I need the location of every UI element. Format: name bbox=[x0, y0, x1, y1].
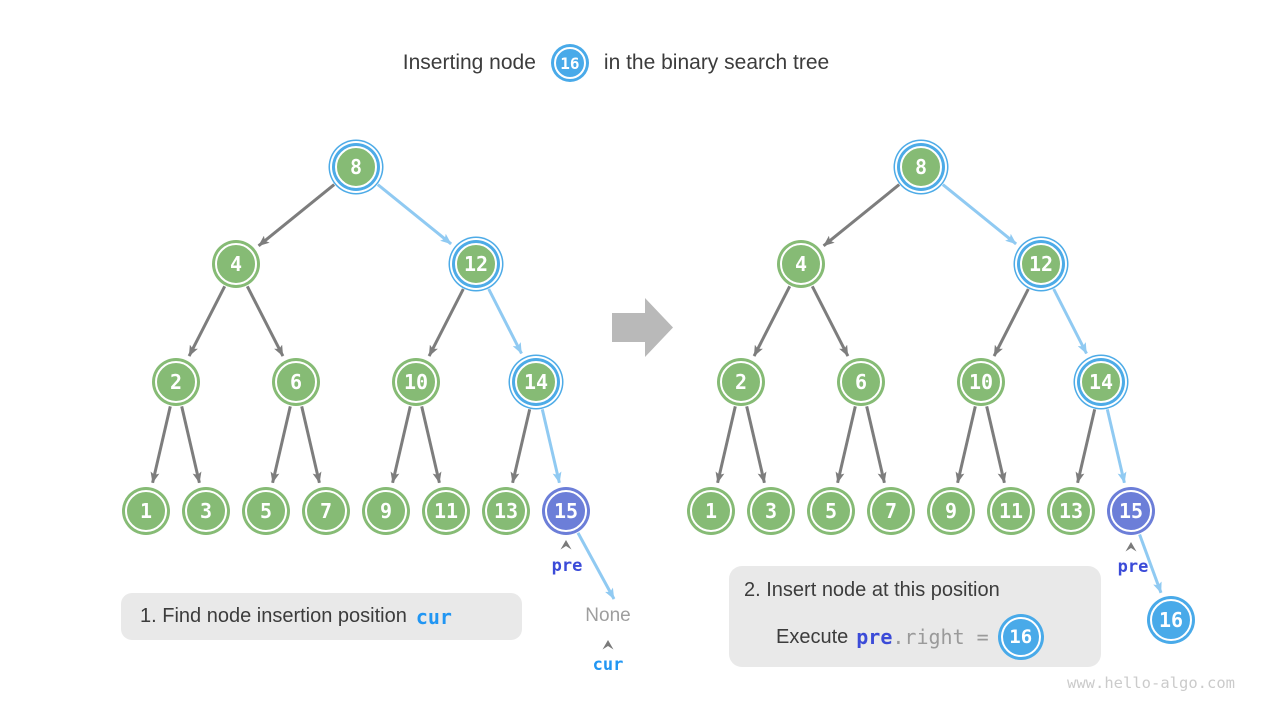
title-text-before: Inserting node bbox=[402, 51, 536, 74]
tree-edge bbox=[941, 183, 1018, 246]
tree-node-L11: 11 bbox=[425, 490, 467, 532]
tree-edge bbox=[376, 183, 453, 246]
tree-edge bbox=[1052, 288, 1088, 355]
tree-node-L7: 7 bbox=[305, 490, 347, 532]
tree-node-L8: 8 bbox=[335, 146, 377, 188]
title-text-after: in the binary search tree bbox=[603, 51, 830, 74]
tree-node-R14: 14 bbox=[1080, 361, 1122, 403]
tree-edge bbox=[1075, 408, 1097, 484]
pointer-label-none: None bbox=[585, 605, 631, 626]
tree-edge bbox=[992, 288, 1030, 357]
diagram-title: Inserting node 16 in the binary search t… bbox=[0, 47, 1280, 79]
tree-node-R10: 10 bbox=[960, 361, 1002, 403]
tree-edge bbox=[752, 285, 792, 357]
tree-node-R9: 9 bbox=[930, 490, 972, 532]
tree-node-R5: 5 bbox=[810, 490, 852, 532]
watermark: www.hello-algo.com bbox=[1067, 674, 1235, 692]
tree-node-R13: 13 bbox=[1050, 490, 1092, 532]
pointer-label-pre: pre bbox=[1117, 557, 1149, 577]
step2-right-code: .right = bbox=[892, 625, 989, 649]
tree-edge bbox=[180, 406, 202, 484]
step2-line2: Execute pre .right = 16 bbox=[776, 614, 1041, 660]
tree-edge bbox=[1105, 408, 1127, 484]
tree-edge bbox=[810, 285, 850, 357]
tree-node-L1: 1 bbox=[125, 490, 167, 532]
tree-node-R11: 11 bbox=[990, 490, 1032, 532]
transition-arrow-icon bbox=[612, 298, 673, 357]
tree-edge bbox=[150, 406, 172, 484]
step2-caption: 2. Insert node at this position Execute … bbox=[729, 566, 1101, 667]
step1-cur-code: cur bbox=[415, 604, 452, 629]
tree-edge bbox=[985, 406, 1007, 484]
tree-node-R7: 7 bbox=[870, 490, 912, 532]
tree-edge bbox=[865, 406, 887, 484]
tree-node-L10: 10 bbox=[395, 361, 437, 403]
tree-edge bbox=[245, 285, 285, 357]
tree-edge bbox=[576, 532, 616, 600]
title-node-16-value: 16 bbox=[560, 53, 580, 73]
tree-edge bbox=[540, 408, 562, 484]
tree-node-L5: 5 bbox=[245, 490, 287, 532]
tree-edge bbox=[427, 288, 465, 357]
step2-node-16-badge: 16 bbox=[1000, 617, 1041, 657]
tree-edge bbox=[1138, 533, 1163, 594]
pointer-caret-icon bbox=[1125, 542, 1137, 552]
tree-node-R3: 3 bbox=[750, 490, 792, 532]
tree-edge bbox=[420, 406, 442, 484]
tree-edge bbox=[822, 183, 901, 247]
tree-edge bbox=[300, 406, 322, 484]
tree-node-R16: 16 bbox=[1150, 599, 1192, 641]
tree-node-L6: 6 bbox=[275, 361, 317, 403]
tree-edge bbox=[390, 406, 412, 484]
tree-node-L15: 15 bbox=[545, 490, 587, 532]
tree-node-R8: 8 bbox=[900, 146, 942, 188]
step1-text: 1. Find node insertion position bbox=[140, 605, 407, 627]
tree-edge bbox=[487, 288, 523, 355]
tree-edges bbox=[150, 183, 1163, 600]
tree-node-R6: 6 bbox=[840, 361, 882, 403]
tree-edge bbox=[257, 183, 336, 247]
tree-node-L2: 2 bbox=[155, 361, 197, 403]
tree-edge bbox=[715, 406, 737, 484]
step2-line1: 2. Insert node at this position bbox=[744, 579, 1000, 601]
step1-caption: 1. Find node insertion position cur bbox=[121, 593, 522, 640]
tree-edge bbox=[510, 408, 532, 484]
diagram-extras bbox=[560, 298, 1137, 650]
title-node-16-badge: 16 bbox=[553, 47, 586, 79]
step2-node-16-value: 16 bbox=[1009, 626, 1033, 648]
tree-edge bbox=[270, 406, 292, 484]
tree-node-R15: 15 bbox=[1110, 490, 1152, 532]
step2-execute-text: Execute bbox=[776, 625, 849, 648]
step2-pre-code: pre bbox=[856, 625, 893, 649]
tree-node-L13: 13 bbox=[485, 490, 527, 532]
pointer-label-pre: pre bbox=[551, 556, 583, 576]
tree-node-R1: 1 bbox=[690, 490, 732, 532]
pointer-label-cur: cur bbox=[592, 655, 624, 675]
pointer-caret-icon bbox=[602, 640, 614, 650]
tree-node-L12: 12 bbox=[455, 243, 497, 285]
pointer-caret-icon bbox=[560, 540, 572, 550]
tree-node-L9: 9 bbox=[365, 490, 407, 532]
tree-node-R4: 4 bbox=[780, 243, 822, 285]
tree-node-R2: 2 bbox=[720, 361, 762, 403]
tree-node-R12: 12 bbox=[1020, 243, 1062, 285]
tree-edge bbox=[745, 406, 767, 484]
tree-edge bbox=[187, 285, 227, 357]
title-row: Inserting node 16 in the binary search t… bbox=[403, 47, 829, 79]
tree-node-L3: 3 bbox=[185, 490, 227, 532]
tree-edge bbox=[955, 406, 977, 484]
tree-node-L4: 4 bbox=[215, 243, 257, 285]
tree-edge bbox=[835, 406, 857, 484]
tree-node-L14: 14 bbox=[515, 361, 557, 403]
